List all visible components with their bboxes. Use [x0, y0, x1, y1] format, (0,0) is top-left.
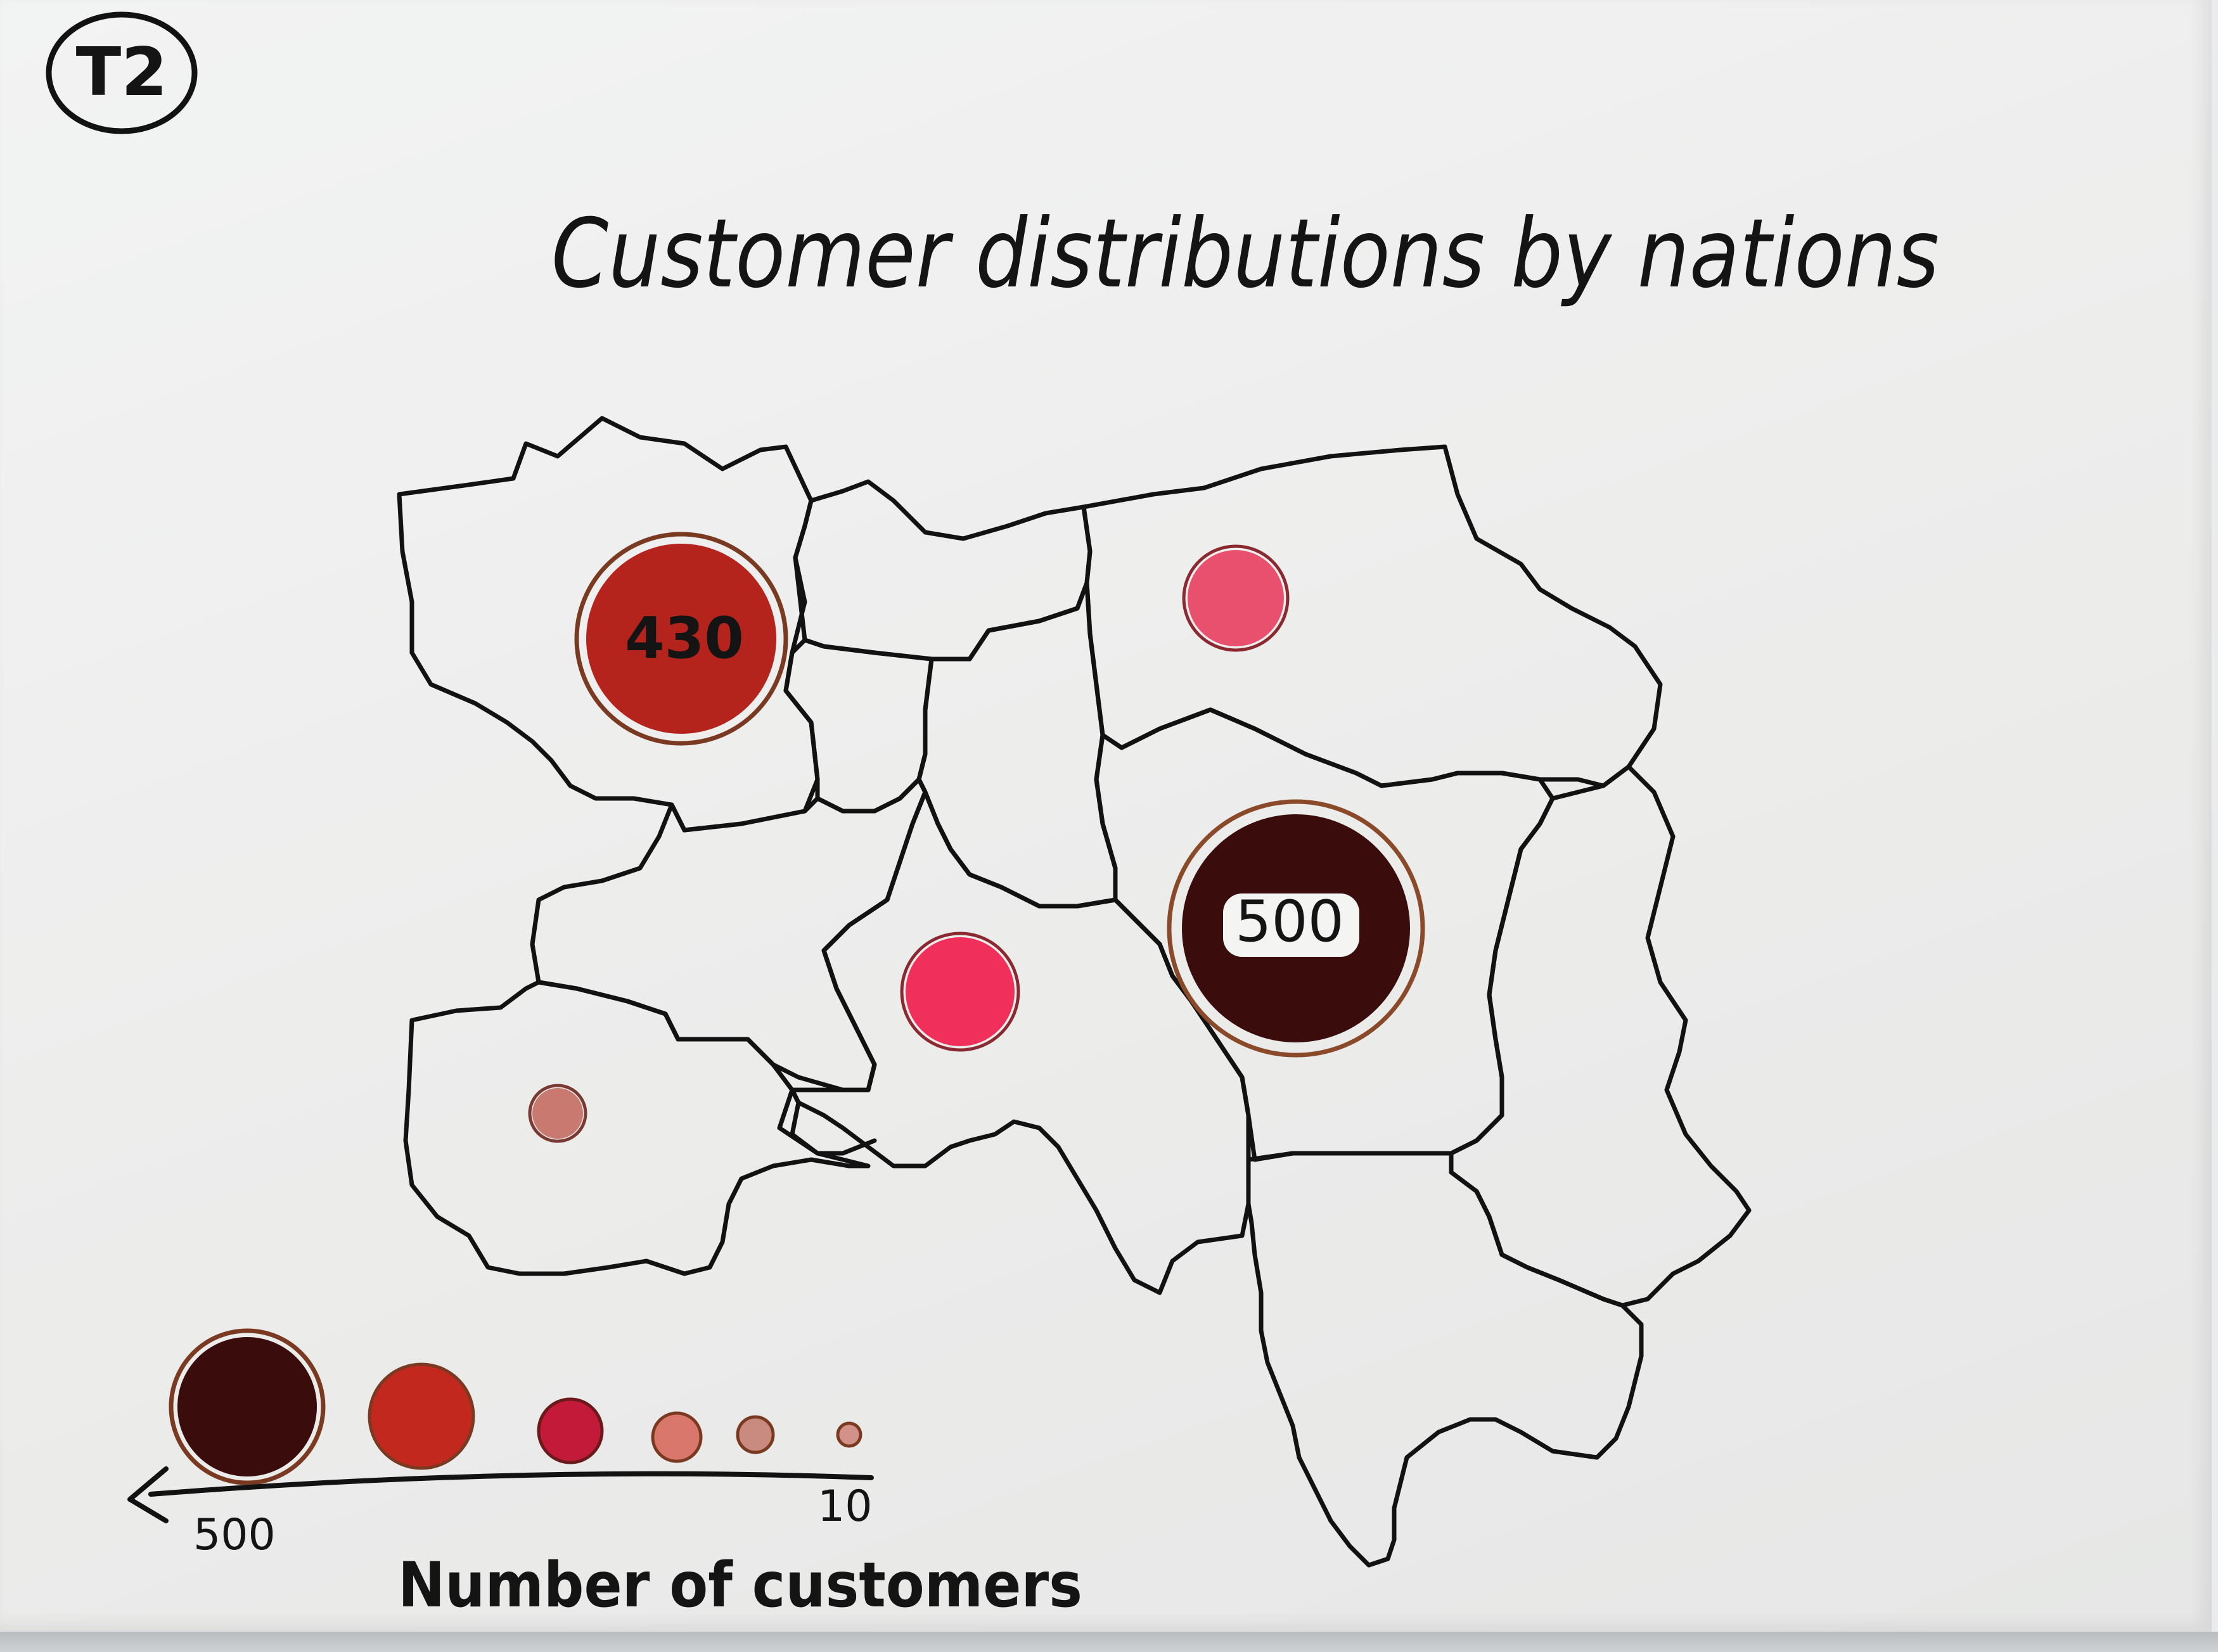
card-tag: T2	[46, 11, 198, 134]
marker-southwest	[528, 1084, 587, 1143]
region-connector	[777, 1087, 877, 1156]
marker-southwest-fill	[532, 1088, 583, 1139]
legend-swatches	[169, 1328, 862, 1485]
marker-southwest-outline	[528, 1084, 587, 1143]
region-central	[916, 580, 1118, 909]
legend: 500 10 Number of customers	[127, 1328, 1082, 1622]
region-north-central	[793, 479, 1093, 662]
marker-east-central: 500	[1167, 799, 1425, 1058]
marker-north-east	[1182, 544, 1290, 652]
legend-swatch-500	[177, 1337, 317, 1476]
legend-swatch-2	[368, 1362, 475, 1470]
region-north-east	[1081, 444, 1663, 788]
legend-swatch-10	[836, 1421, 862, 1448]
map-markers: 430 500	[528, 532, 1425, 1143]
marker-east-central-label-bg	[1223, 893, 1359, 957]
marker-northwest-label: 430	[625, 605, 744, 672]
marker-south-central-fill	[906, 937, 1015, 1046]
marker-northwest-fill	[586, 544, 776, 734]
legend-swatch-3	[537, 1397, 604, 1464]
legend-axis-arrow-icon	[127, 1466, 169, 1523]
marker-south-central	[900, 932, 1020, 1052]
legend-axis-line	[148, 1471, 874, 1497]
card-tag-circle	[46, 11, 198, 134]
region-southeast	[1246, 1151, 1644, 1568]
chart-title: Customer distributions by nations	[551, 199, 1939, 309]
marker-north-east-fill	[1188, 550, 1284, 646]
marker-east-central-label: 500	[1235, 888, 1344, 955]
legend-min-label: 10	[817, 1482, 873, 1532]
marker-south-central-outline	[900, 932, 1020, 1052]
region-south-central	[790, 790, 1251, 1295]
legend-swatch-4	[651, 1411, 703, 1463]
marker-northwest-outline	[574, 532, 788, 746]
legend-swatch-500-outline	[169, 1328, 326, 1485]
legend-swatch-5	[736, 1415, 775, 1454]
card-tag-label: T2	[76, 34, 168, 111]
table-surface	[0, 1632, 2218, 1652]
marker-east-central-outline	[1167, 799, 1425, 1058]
marker-northwest: 430	[574, 532, 788, 746]
marker-north-east-outline	[1182, 544, 1290, 652]
legend-title: Number of customers	[398, 1549, 1082, 1622]
region-far-east	[1449, 764, 1752, 1308]
legend-max-label: 500	[193, 1510, 276, 1560]
region-north-wedge	[783, 637, 934, 814]
map-regions	[397, 416, 1752, 1568]
region-southwest	[403, 980, 871, 1276]
